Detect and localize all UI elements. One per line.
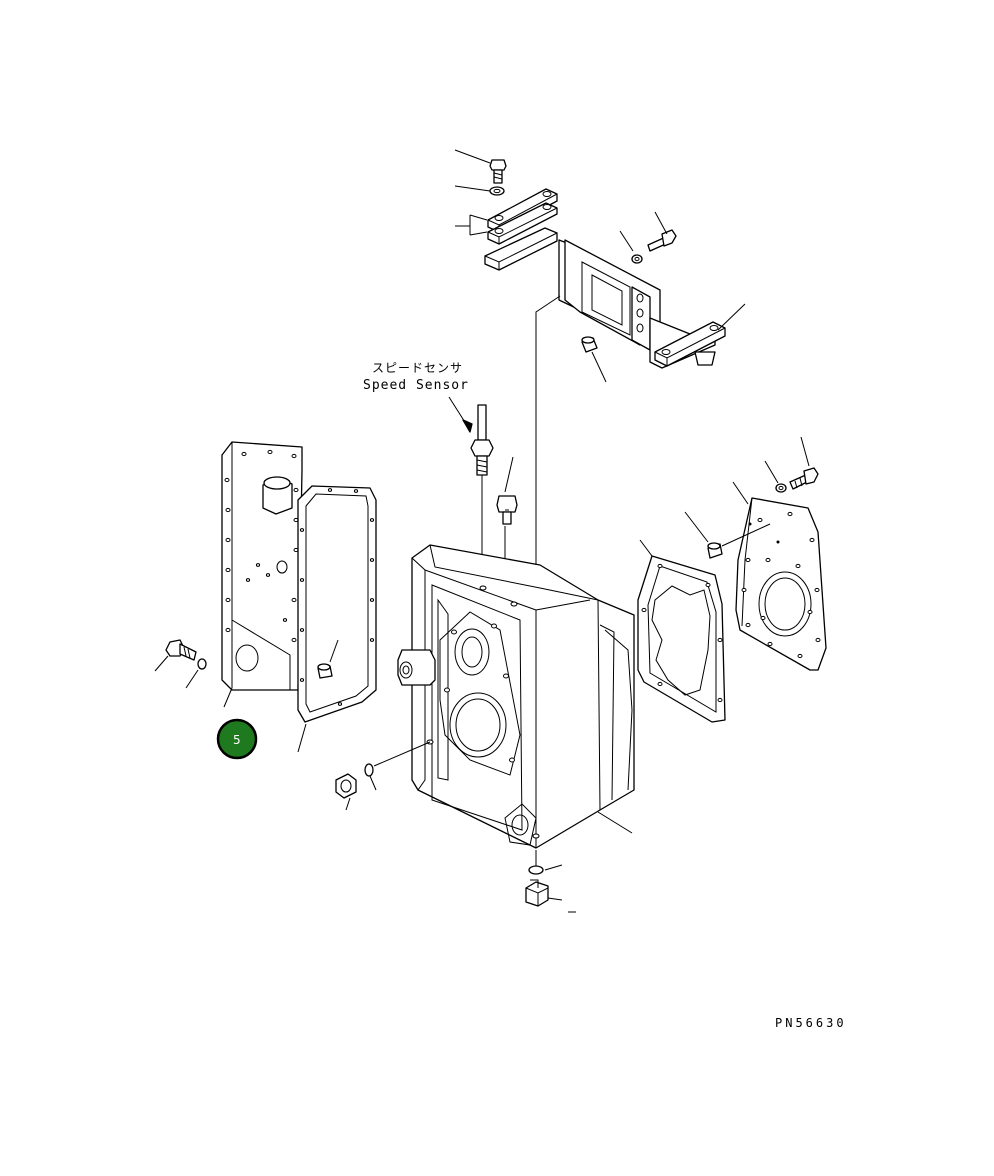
top-bracket-assembly [454,149,746,383]
right-cover-pin [684,511,771,559]
left-cover-plate [221,441,303,691]
speed-sensor-label-en: Speed Sensor [363,378,469,393]
bracket-plates [487,188,558,245]
bracket-washer [489,186,505,196]
speed-sensor: スピードセンサ Speed Sensor [363,361,494,585]
left-cover-bolt [154,639,207,689]
side-plug [335,741,431,811]
left-gasket [297,485,377,723]
right-cover-plate [732,481,827,671]
bracket-pin [581,336,598,353]
callout-5[interactable]: 5 [216,718,258,760]
bracket-bolt [489,159,507,184]
right-gasket [637,539,726,723]
bracket-side-bolt [631,229,677,264]
right-cover-bolt [764,436,819,493]
callout-number: 5 [233,733,241,747]
transmission-case [397,544,635,849]
speed-sensor-label-jp: スピードセンサ [372,361,463,375]
bracket-frame [484,227,726,369]
bottom-drain-plug [525,850,576,913]
part-code: PN56630 [775,1016,847,1030]
